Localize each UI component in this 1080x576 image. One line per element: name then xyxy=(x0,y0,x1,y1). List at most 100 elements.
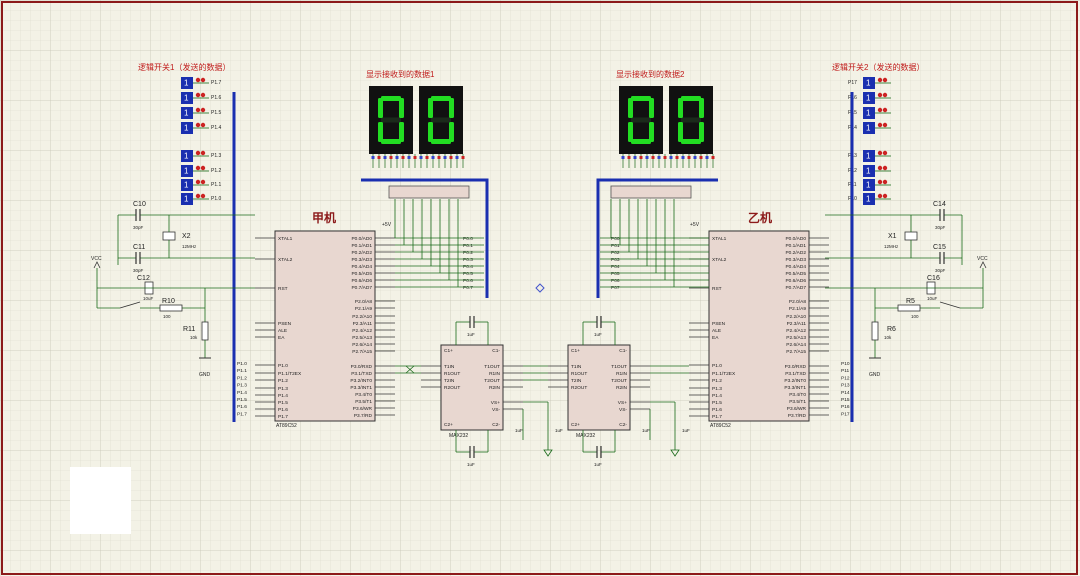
logic-switch[interactable] xyxy=(181,193,193,205)
pin-label: T1IN xyxy=(444,364,455,370)
pin-dot xyxy=(443,156,447,159)
pin-label: P3.2/INT0 xyxy=(350,378,372,384)
switch-state-led xyxy=(195,179,201,185)
pin-label: R1OUT xyxy=(571,371,587,377)
port-net-label: P14 xyxy=(841,390,850,396)
pin-label: VS- xyxy=(619,407,627,413)
logic-switch[interactable] xyxy=(181,165,193,177)
pin-label: VS- xyxy=(492,407,500,413)
bus-net-label: P0.1 xyxy=(463,243,473,249)
pin-dot xyxy=(669,156,673,159)
pin-label: RST xyxy=(712,286,722,292)
pin-label: P1.6 xyxy=(712,407,722,413)
switch-state-led xyxy=(877,193,883,199)
logic-switch[interactable] xyxy=(863,193,875,205)
segment-d xyxy=(381,139,401,144)
pin-dot xyxy=(639,156,643,159)
switch-state-value: 1 xyxy=(866,181,871,190)
crystal-ref: X1 xyxy=(888,233,897,240)
cap-ref: C10 xyxy=(133,201,146,208)
logic-switch[interactable] xyxy=(863,122,875,134)
pin-label: P2.7/A15 xyxy=(352,349,372,355)
logic-switch[interactable] xyxy=(863,150,875,162)
logic-switch[interactable] xyxy=(181,92,193,104)
pin-label: P0.7/AD7 xyxy=(785,285,806,291)
switch-state-led xyxy=(200,165,206,171)
switch2-title: 逻辑开关2（发送的数据） xyxy=(832,62,924,72)
chip-body[interactable] xyxy=(440,344,504,431)
max232-left[interactable]: C1+C1-T1INR1OUTT2INR2OUTC2+C2-T1OUTR1INT… xyxy=(421,316,563,467)
pin-label: P2.7/A15 xyxy=(786,349,806,355)
segment-c xyxy=(649,122,654,142)
pin-dot xyxy=(389,156,393,159)
display1-title: 显示接收到的数据1 xyxy=(366,69,435,79)
pin-label: XTAL1 xyxy=(712,236,727,242)
pin-label: P2.4/A12 xyxy=(352,328,372,334)
logic-switch[interactable] xyxy=(181,150,193,162)
mcu-a-chip[interactable]: XTAL1XTAL2RSTPSENALEEAP1.0P1.1/T2EXP1.2P… xyxy=(237,230,473,429)
switch-net-label: P1.6 xyxy=(211,95,222,101)
chip-body[interactable] xyxy=(274,230,376,422)
pin-label: C2- xyxy=(492,422,500,428)
resistor-array xyxy=(388,185,470,199)
mcu-b-chip[interactable]: XTAL1XTAL2RSTPSENALEEAP1.0P1.1/T2EXP1.2P… xyxy=(611,230,850,429)
chip-body[interactable] xyxy=(708,230,810,422)
pin-label: P0.5/AD5 xyxy=(351,271,372,277)
pin-dot xyxy=(657,156,661,159)
cap-value: 30pF xyxy=(133,225,144,230)
pin-label: P0.3/AD3 xyxy=(785,257,806,263)
cap-value: 1uF xyxy=(682,428,690,433)
logic-switch[interactable] xyxy=(863,77,875,89)
pin-label: R2IN xyxy=(489,385,500,391)
pin-label: P3.7/RD xyxy=(354,413,373,419)
pin-label: P0.1/AD1 xyxy=(351,243,372,249)
pin-label: P3.6/WR xyxy=(787,406,807,412)
pin-dot xyxy=(371,156,375,159)
vcc-arrow-icon xyxy=(93,261,101,269)
logic-switch[interactable] xyxy=(863,165,875,177)
bus-line xyxy=(361,178,489,298)
switch-state-led xyxy=(877,179,883,185)
switch-state-value: 1 xyxy=(866,124,871,133)
cap-ref: C11 xyxy=(133,244,145,251)
logic-switch[interactable] xyxy=(863,179,875,191)
switch-state-value: 1 xyxy=(866,167,871,176)
segment-a xyxy=(631,96,651,101)
switch-state-led xyxy=(195,193,201,199)
logic-switch[interactable] xyxy=(863,107,875,119)
bus-net-label: P0.7 xyxy=(463,285,473,291)
logic-switch[interactable] xyxy=(181,179,193,191)
pin-label: P2.2/A10 xyxy=(352,314,372,320)
pin-dot xyxy=(461,156,465,159)
logic-switch[interactable] xyxy=(181,122,193,134)
max232-right[interactable]: C1+C1-T1INR1OUTT2INR2OUTC2+C2-T1OUTR1INT… xyxy=(548,316,690,467)
logic-switch[interactable] xyxy=(863,92,875,104)
pin-dot xyxy=(651,156,655,159)
pin-label: ALE xyxy=(278,328,287,334)
resistor xyxy=(897,304,921,312)
chip-body[interactable] xyxy=(567,344,631,431)
pin-dot xyxy=(395,156,399,159)
pin-label: P2.5/A13 xyxy=(786,335,806,341)
segment-b xyxy=(449,98,454,118)
logic-switch[interactable] xyxy=(181,77,193,89)
cap-value: 30pF xyxy=(133,268,144,273)
pin-label: XTAL2 xyxy=(278,257,293,263)
pin-label: P1.3 xyxy=(712,386,722,392)
pin-label: C1+ xyxy=(571,348,580,354)
segment-e xyxy=(628,122,633,142)
display2-title: 显示接收到的数据2 xyxy=(616,69,685,79)
switch-state-led xyxy=(200,107,206,113)
resistor-value: 100 xyxy=(163,314,171,319)
bus-net-label: P06 xyxy=(611,278,620,284)
logic-switch[interactable] xyxy=(181,107,193,119)
pin-label: P0.6/AD6 xyxy=(785,278,806,284)
cap-value: 1uF xyxy=(467,332,475,337)
segment-d xyxy=(681,139,701,144)
pin-label: P3.6/WR xyxy=(353,406,373,412)
segment-b xyxy=(649,98,654,118)
pin-label: P2.0/A8 xyxy=(355,299,372,305)
pin-dot xyxy=(407,156,411,159)
